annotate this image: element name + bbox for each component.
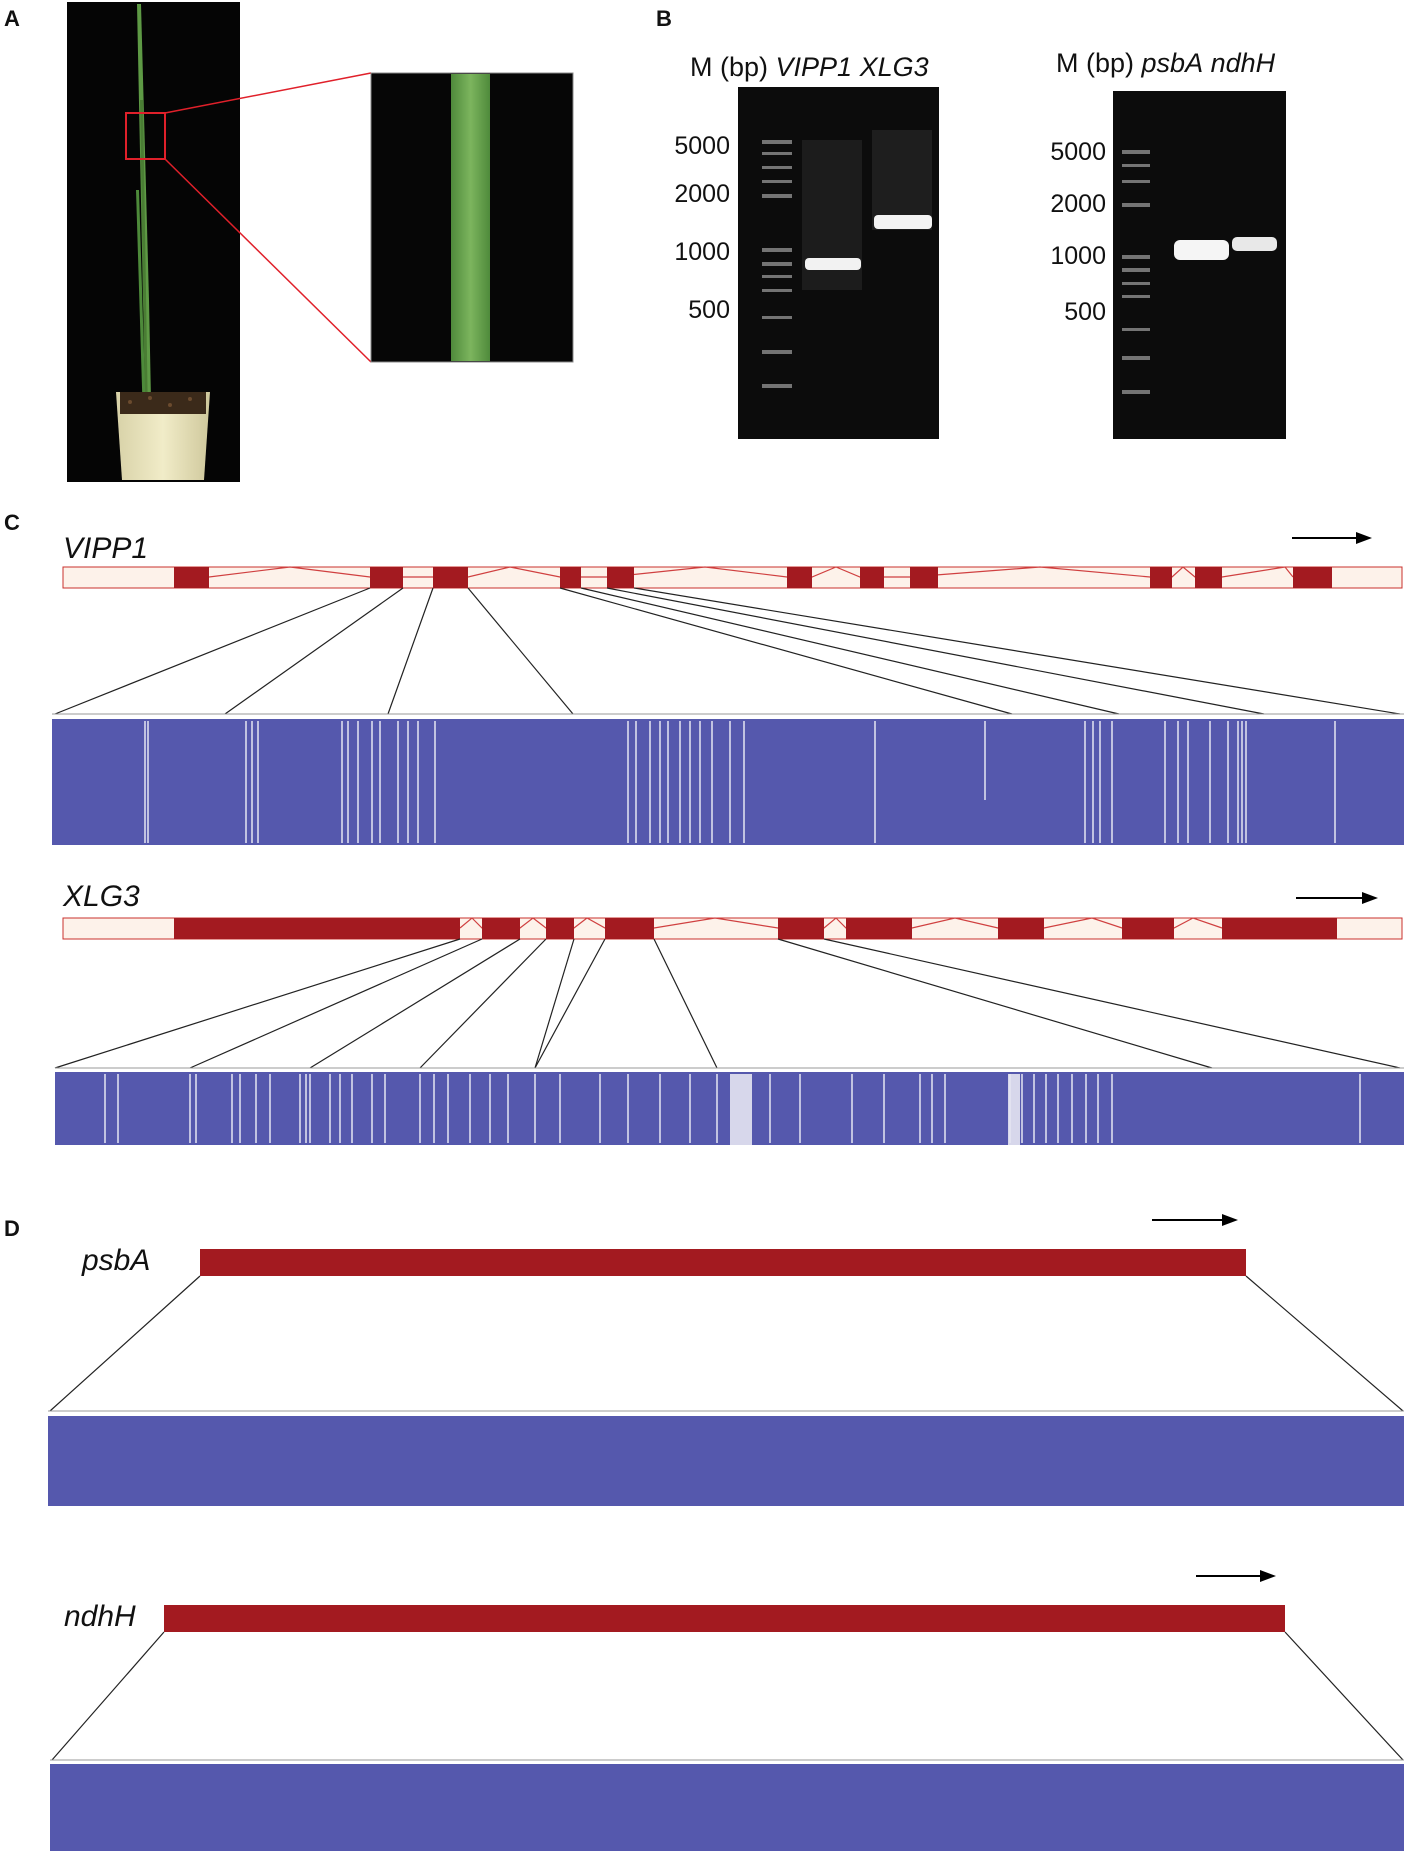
panel-label-d: D	[4, 1216, 20, 1241]
gel2-marker-label: M (bp)	[1056, 48, 1135, 78]
gel1-ladder-2000: 2000	[674, 180, 730, 208]
panel-label-c: C	[4, 510, 20, 535]
vipp1-connector-lines	[54, 587, 1401, 715]
ndhh-connector-lines	[51, 1631, 1404, 1761]
vipp1-gene-model	[62, 566, 1403, 589]
psba-direction-arrow	[1152, 1214, 1238, 1226]
gene-name-ndhh: ndhH	[64, 1600, 136, 1633]
gel2-lane2-label: ndhH	[1210, 48, 1276, 78]
gel1-lane2-label: XLG3	[859, 52, 929, 82]
gel2-header: M (bp) psbA ndhH	[1056, 48, 1275, 79]
gel1-ladder-1000: 1000	[674, 238, 730, 266]
gel2-ladder-5000: 5000	[1050, 138, 1106, 166]
panel-label-a: A	[4, 6, 20, 31]
plant-photo	[67, 2, 240, 482]
ndhh-direction-arrow	[1196, 1570, 1276, 1582]
xlg3-alignment	[55, 1067, 1404, 1145]
leaf-closeup	[370, 72, 574, 363]
vipp1-direction-arrow	[1292, 532, 1372, 544]
gel2-ladder-2000: 2000	[1050, 190, 1106, 218]
gel1-ladder-5000: 5000	[674, 132, 730, 160]
psba-connector-lines	[49, 1275, 1404, 1412]
gel-1	[738, 87, 939, 439]
xlg3-connector-lines	[54, 938, 1401, 1069]
gel1-ladder-500: 500	[688, 296, 730, 324]
zoom-box	[125, 112, 166, 160]
panel-label-b: B	[656, 6, 672, 31]
ndhh-alignment	[50, 1759, 1404, 1851]
gel1-marker-label: M (bp)	[690, 52, 769, 82]
gel1-header: M (bp) VIPP1 XLG3	[690, 52, 929, 83]
ndhh-gene-bar	[164, 1605, 1285, 1632]
gel2-ladder-1000: 1000	[1050, 242, 1106, 270]
psba-alignment	[48, 1410, 1404, 1506]
vipp1-alignment	[52, 713, 1404, 845]
gel1-lane1-label: VIPP1	[775, 52, 853, 82]
gene-name-xlg3: XLG3	[63, 880, 140, 913]
gene-name-psba: psbA	[82, 1244, 151, 1277]
xlg3-gene-model	[62, 917, 1403, 940]
gel2-lane1-label: psbA	[1141, 48, 1204, 78]
psba-gene-bar	[200, 1249, 1246, 1276]
xlg3-direction-arrow	[1296, 892, 1378, 904]
gel2-ladder-500: 500	[1064, 298, 1106, 326]
gene-name-vipp1: VIPP1	[63, 532, 149, 565]
gel-2	[1113, 91, 1286, 439]
